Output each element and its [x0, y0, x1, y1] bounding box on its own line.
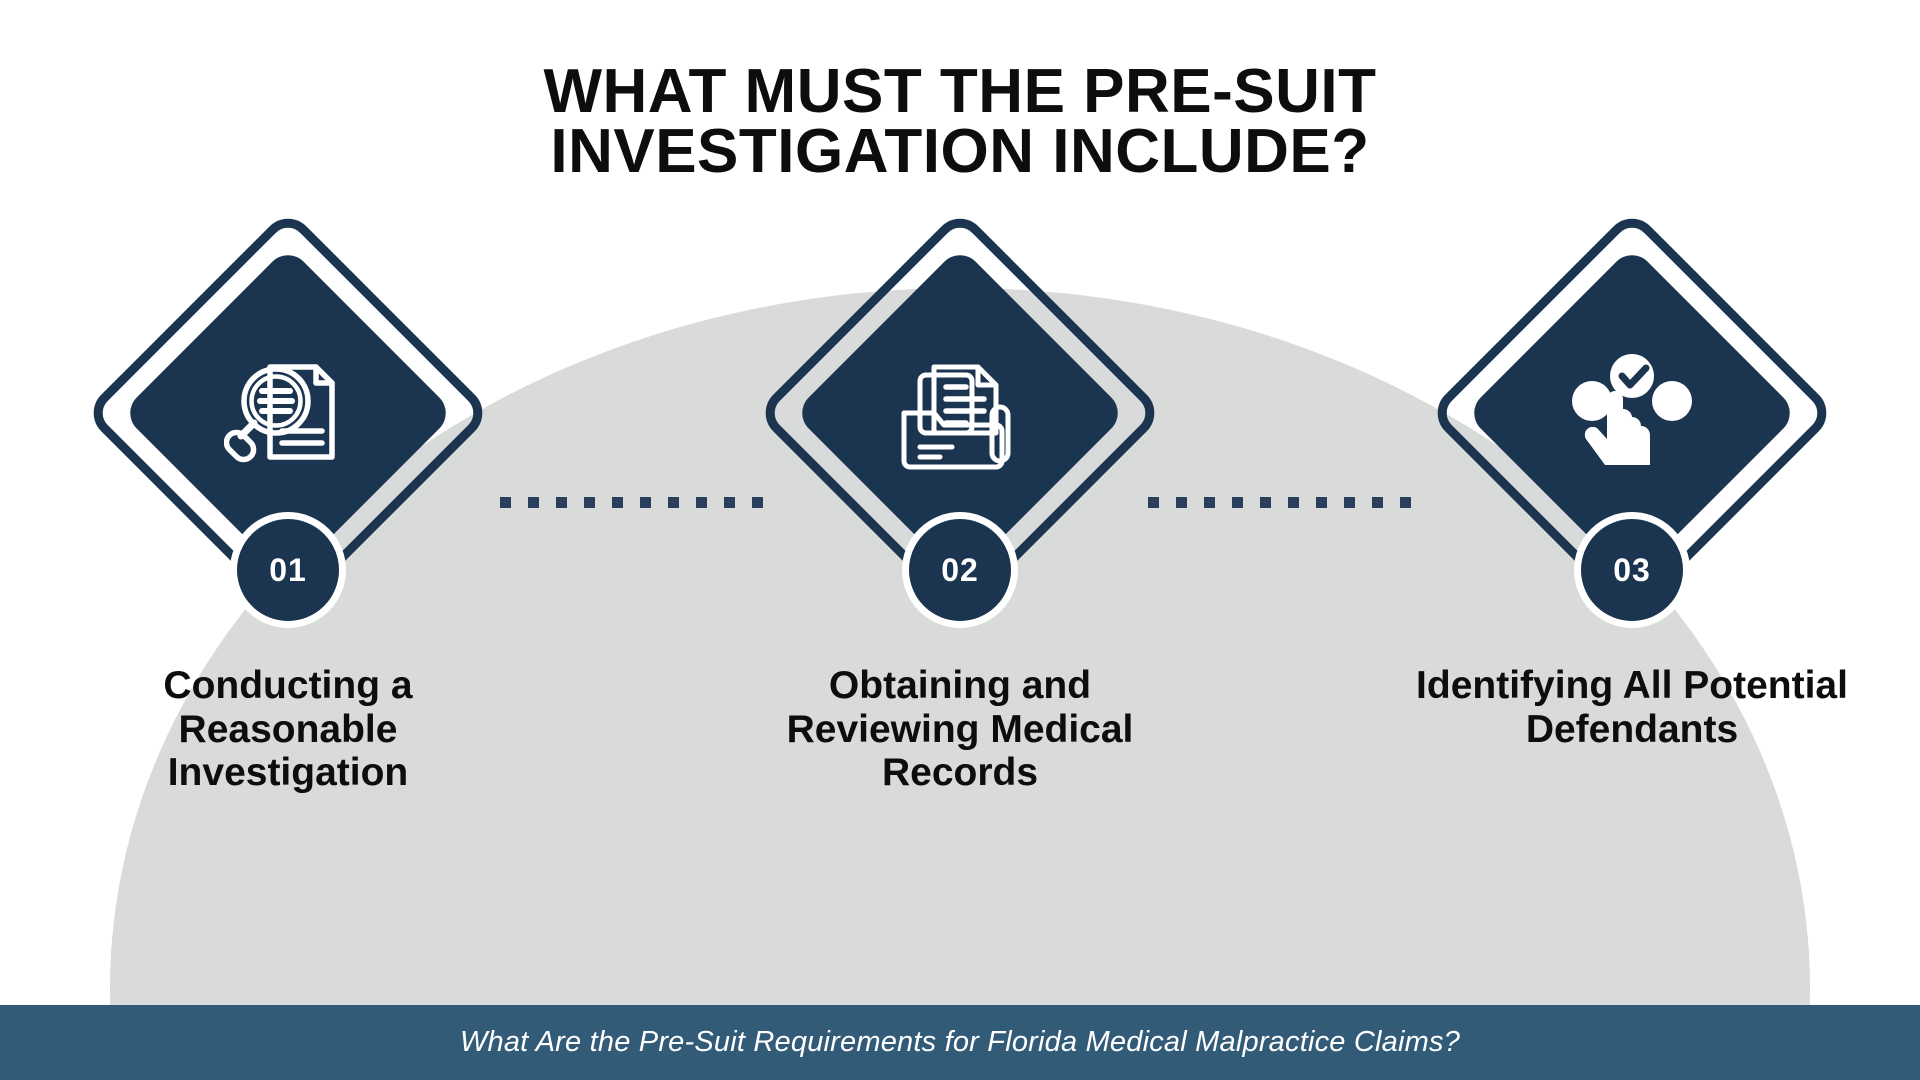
footer-caption-bar: What Are the Pre-Suit Requirements for F… — [0, 1005, 1920, 1080]
step-3-diamond — [1426, 207, 1838, 619]
hand-select-checkmark-icon — [1487, 268, 1777, 558]
footer-caption-text: What Are the Pre-Suit Requirements for F… — [459, 1026, 1461, 1058]
step-3-number-badge: 03 — [1574, 512, 1690, 628]
title-line-1: WHAT MUST THE PRE-SUIT — [543, 57, 1377, 126]
step-1-number-badge: 01 — [230, 512, 346, 628]
step-2-label: Obtaining and Reviewing Medical Records — [786, 664, 1134, 795]
step-1-label: Conducting a Reasonable Investigation — [163, 664, 413, 795]
dotted-connector-1-2 — [500, 497, 772, 508]
page-title: WHAT MUST THE PRE-SUIT INVESTIGATION INC… — [0, 57, 1920, 187]
step-3-label: Identifying All Potential Defendants — [1416, 664, 1848, 751]
steps-row: 01 Conducting a Reasonable Investigation — [0, 207, 1920, 928]
step-item-1[interactable]: 01 Conducting a Reasonable Investigation — [48, 207, 528, 795]
step-item-3[interactable]: 03 Identifying All Potential Defendants — [1392, 207, 1872, 751]
step-2-diamond — [754, 207, 1166, 619]
folder-documents-icon — [815, 268, 1105, 558]
magnifying-glass-document-icon — [143, 268, 433, 558]
title-line-2: INVESTIGATION INCLUDE? — [550, 117, 1370, 187]
step-1-diamond — [82, 207, 494, 619]
dotted-connector-2-3 — [1148, 497, 1420, 508]
step-item-2[interactable]: 02 Obtaining and Reviewing Medical Recor… — [720, 207, 1200, 795]
step-2-number-badge: 02 — [902, 512, 1018, 628]
